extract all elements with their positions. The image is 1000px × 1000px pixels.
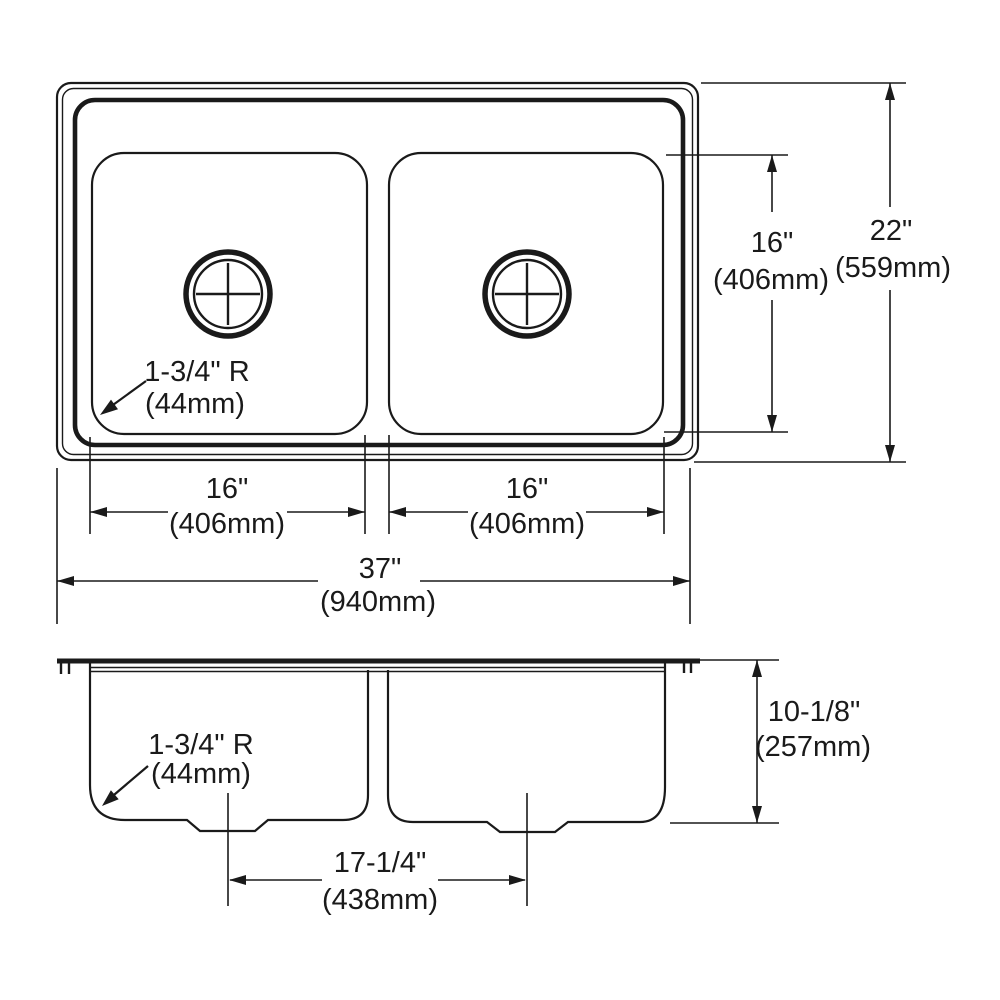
leader-arrowhead [100, 399, 118, 415]
left-drain-outer-ring [183, 249, 273, 339]
dim-bowl-height: 10-1/8" (257mm) [670, 659, 871, 824]
dim-overall-depth-inches: 22" [870, 215, 913, 247]
front-corner-radius-callout: 1-3/4" R (44mm) [102, 729, 254, 806]
dim-drain-spacing-metric: (438mm) [322, 884, 438, 916]
deck-edge [72, 97, 686, 448]
right-bowl [387, 151, 665, 436]
radius-label: 1-3/4" R [148, 729, 253, 761]
arrowhead-up [752, 660, 762, 677]
dim-drain-spacing: 17-1/4" (438mm) [229, 847, 526, 916]
dim-bowl-depth: 16" (406mm) [664, 154, 829, 433]
dim-overall-width-metric: (940mm) [320, 586, 436, 618]
radius-label: 1-3/4" R [144, 356, 249, 388]
right-mounting-clip [682, 663, 693, 673]
arrowhead-down [767, 415, 777, 432]
dim-overall-width-inches: 37" [359, 553, 402, 585]
dim-right-bowl-width-metric: (406mm) [469, 508, 585, 540]
left-mounting-clip [59, 663, 71, 674]
left-bowl [90, 151, 369, 436]
arrowhead-right [348, 507, 365, 517]
dim-overall-depth: 22" (559mm) [694, 82, 951, 463]
dim-bowl-depth-metric: (406mm) [713, 264, 829, 296]
arrowhead-down [885, 445, 895, 462]
dim-bowl-height-inches: 10-1/8" [768, 696, 861, 728]
left-drain [183, 249, 273, 339]
dim-right-bowl-width: 16" (406mm) [388, 435, 665, 540]
dim-right-bowl-width-inches: 16" [506, 473, 549, 505]
dim-left-bowl-width-inches: 16" [206, 473, 249, 505]
leader-arrowhead [102, 790, 119, 806]
dim-left-bowl-width: 16" (406mm) [89, 435, 366, 540]
dim-left-bowl-width-metric: (406mm) [169, 508, 285, 540]
right-drain-outer-ring [482, 249, 572, 339]
dim-drain-spacing-inches: 17-1/4" [334, 847, 427, 879]
dim-bowl-height-metric: (257mm) [755, 731, 871, 763]
top-view: 1-3/4" R (44mm) 16" (406mm) 22" (559mm) [55, 81, 951, 624]
arrowhead-left [229, 875, 246, 885]
arrowhead-up [767, 155, 777, 172]
radius-metric-label: (44mm) [145, 388, 245, 420]
arrowhead-left [389, 507, 406, 517]
top-corner-radius-callout: 1-3/4" R (44mm) [100, 356, 250, 420]
rim-inner-edge [61, 87, 694, 456]
right-drain-inner-ring [491, 258, 563, 330]
arrowhead-down [752, 806, 762, 823]
arrowhead-left [90, 507, 107, 517]
arrowhead-up [885, 83, 895, 100]
radius-metric-label: (44mm) [151, 758, 251, 790]
dim-bowl-depth-inches: 16" [751, 227, 794, 259]
dim-overall-width: 37" (940mm) [56, 468, 691, 624]
arrowhead-left [57, 576, 74, 586]
arrowhead-right [673, 576, 690, 586]
right-drain [482, 249, 572, 339]
left-drain-inner-ring [192, 258, 264, 330]
leader-line [107, 765, 149, 801]
front-view: 1-3/4" R (44mm) 17-1/4" (438mm) 10-1/8" … [57, 658, 871, 916]
outer-rim-edge [55, 81, 700, 462]
dim-overall-depth-metric: (559mm) [835, 252, 951, 284]
arrowhead-right [647, 507, 664, 517]
arrowhead-right [509, 875, 526, 885]
